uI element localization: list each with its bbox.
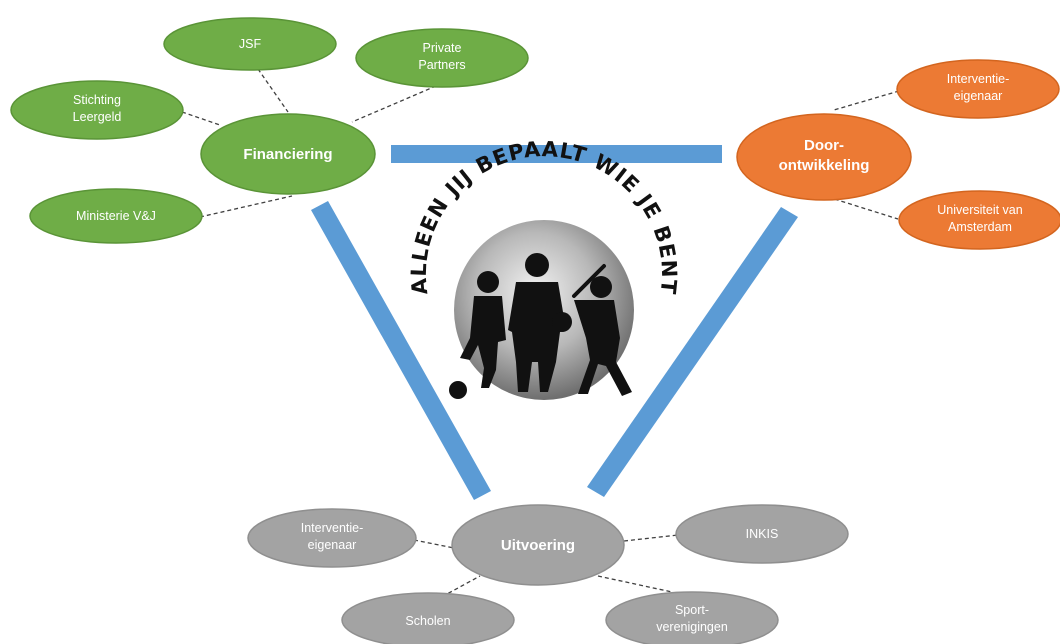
link-do-interventie xyxy=(833,90,900,111)
node-uva-shape xyxy=(898,190,1060,250)
link-private-partners xyxy=(351,85,437,123)
node-uit-interventie-label-line1: Interventie- xyxy=(301,521,364,535)
bar-financiering-uitvoering xyxy=(311,201,491,500)
node-private-partners[interactable]: Private Partners xyxy=(355,28,529,88)
node-do-interventie-label-line2: eigenaar xyxy=(954,89,1003,103)
node-scholen-label: Scholen xyxy=(405,614,450,628)
node-stichting-leergeld-label-line2: Leergeld xyxy=(73,110,122,124)
node-jsf-label: JSF xyxy=(239,37,262,51)
node-uva[interactable]: Universiteit van Amsterdam xyxy=(898,190,1060,250)
silhouette-figures xyxy=(449,253,632,399)
node-scholen-shape xyxy=(341,592,515,644)
node-stichting-leergeld-shape xyxy=(10,80,184,140)
node-private-partners-label-line1: Private xyxy=(423,41,462,55)
node-sportverenigingen[interactable]: Sport- verenigingen xyxy=(605,591,779,644)
node-sportverenigingen-shape xyxy=(605,591,779,644)
link-stichting-leergeld xyxy=(181,111,221,126)
sports-silhouettes-logo: ALLEEN JIJ BEPAALT WIE JE BENT xyxy=(407,137,680,400)
node-uva-label-line2: Amsterdam xyxy=(948,220,1012,234)
hub-doorontwikkeling-label-line2: ontwikkeling xyxy=(779,157,870,174)
node-do-interventie-label-line1: Interventie- xyxy=(947,72,1010,86)
link-uit-inkis xyxy=(623,534,679,542)
node-inkis-shape xyxy=(675,504,849,564)
node-uit-interventie-label-line2: eigenaar xyxy=(308,538,357,552)
hub-financiering-shape xyxy=(200,113,376,195)
hub-doorontwikkeling-label-line1: Door- xyxy=(804,137,844,154)
link-ministerie xyxy=(199,195,293,218)
node-uit-interventie-eigenaar-shape xyxy=(247,508,417,568)
node-sport-label-line2: verenigingen xyxy=(656,620,728,634)
node-ministerie[interactable]: Ministerie V&J xyxy=(29,188,203,244)
hub-uitvoering[interactable]: Uitvoering xyxy=(451,504,625,586)
node-stichting-leergeld[interactable]: Stichting Leergeld xyxy=(10,80,184,140)
bar-financiering-doorontwikkeling xyxy=(391,145,722,163)
doorontwikkeling-cluster: Interventie- eigenaar Universiteit van A… xyxy=(736,59,1060,250)
hub-uitvoering-label: Uitvoering xyxy=(501,537,575,554)
uitvoering-cluster: Interventie- eigenaar INKIS Scholen Spor… xyxy=(247,504,849,644)
node-ministerie-label: Ministerie V&J xyxy=(76,209,156,223)
hub-doorontwikkeling-shape xyxy=(736,113,912,201)
link-do-uva xyxy=(827,196,899,220)
link-uit-interventie xyxy=(413,539,455,549)
node-jsf[interactable]: JSF xyxy=(163,17,337,71)
node-inkis-label: INKIS xyxy=(746,527,779,541)
node-ministerie-shape xyxy=(29,188,203,244)
node-stichting-leergeld-label-line1: Stichting xyxy=(73,93,121,107)
node-private-partners-label-line2: Partners xyxy=(418,58,465,72)
node-uva-label-line1: Universiteit van xyxy=(937,203,1022,217)
link-jsf xyxy=(257,68,289,113)
bar-doorontwikkeling-uitvoering xyxy=(587,207,798,497)
node-uit-interventie-eigenaar[interactable]: Interventie- eigenaar xyxy=(247,508,417,568)
node-private-partners-shape xyxy=(355,28,529,88)
hub-financiering-label: Financiering xyxy=(243,146,332,163)
node-scholen[interactable]: Scholen xyxy=(341,592,515,644)
hub-doorontwikkeling[interactable]: Door- ontwikkeling xyxy=(736,113,912,201)
node-do-interventie-eigenaar-shape xyxy=(896,59,1060,119)
node-inkis[interactable]: INKIS xyxy=(675,504,849,564)
node-do-interventie-eigenaar[interactable]: Interventie- eigenaar xyxy=(896,59,1060,119)
dashed-connectors xyxy=(181,68,900,601)
hub-financiering[interactable]: Financiering xyxy=(200,113,376,195)
link-uit-sport xyxy=(597,575,673,593)
triangle-connectors xyxy=(311,145,798,500)
financiering-cluster: JSF Private Partners Stichting Leergeld … xyxy=(10,17,529,244)
node-jsf-shape xyxy=(163,17,337,71)
hub-uitvoering-shape xyxy=(451,504,625,586)
node-sport-label-line1: Sport- xyxy=(675,603,709,617)
